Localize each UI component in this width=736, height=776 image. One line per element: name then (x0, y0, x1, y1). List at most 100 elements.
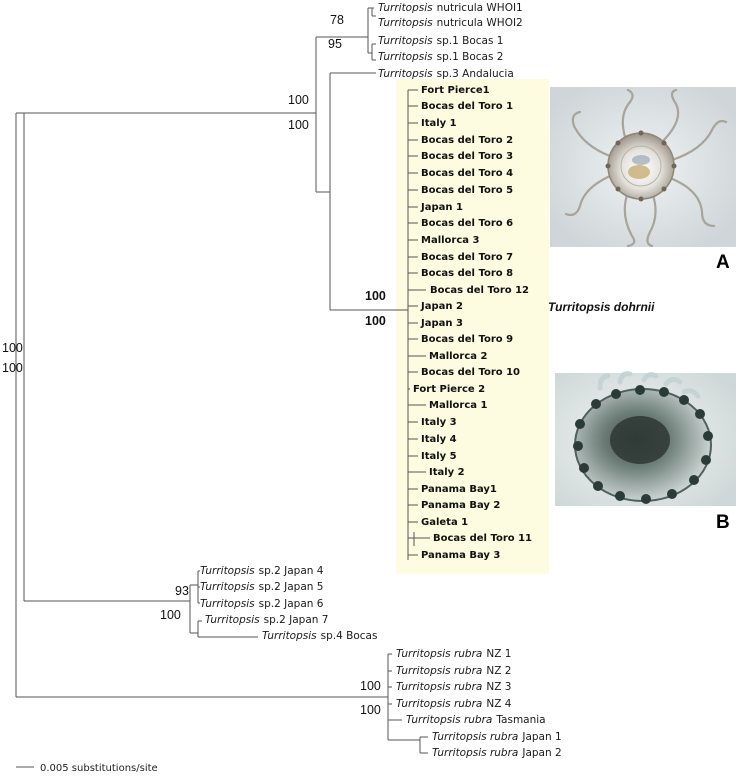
tip-genus: Turritopsis (262, 630, 317, 642)
tip-genus: Turritopsis (200, 565, 255, 577)
tip-label: Fort Pierce1 (421, 85, 490, 96)
clade-label-dohrnii: Turritopsis dohrnii (548, 300, 655, 314)
support-value: 100 (360, 703, 381, 717)
tip-label: Turritopsis nutricula WHOI1 (378, 2, 523, 14)
tip-label: Turritopsis sp.2 Japan 4 (200, 565, 324, 577)
tip-label: Bocas del Toro 6 (421, 218, 513, 229)
tip-genus: Turritopsis rubra (396, 665, 482, 677)
tree-branches (15, 7, 430, 754)
tip-name: nutricula WHOI1 (437, 2, 523, 14)
tip-label: Bocas del Toro 12 (430, 285, 529, 296)
tip-name: nutricula WHOI2 (437, 17, 523, 29)
tip-genus: Turritopsis (378, 35, 433, 47)
tip-label: Mallorca 2 (429, 351, 488, 362)
tip-label: Italy 2 (429, 467, 465, 478)
support-value: 100 (160, 608, 181, 622)
tip-label: Bocas del Toro 9 (421, 334, 513, 345)
tip-genus: Turritopsis (378, 51, 433, 63)
clade-highlight-panel (396, 79, 549, 574)
tip-label: Turritopsis rubra NZ 3 (396, 681, 511, 693)
tip-name: NZ 2 (486, 665, 511, 677)
tip-label: Bocas del Toro 5 (421, 185, 513, 196)
tip-genus: Turritopsis (200, 581, 255, 593)
tip-name: sp.1 Bocas 2 (437, 51, 504, 63)
tip-label: Bocas del Toro 7 (421, 252, 513, 263)
tip-label: Italy 4 (421, 434, 457, 445)
tip-label: Turritopsis sp.2 Japan 7 (205, 614, 328, 626)
tip-name: sp.2 Japan 6 (259, 598, 324, 610)
tip-label: Bocas del Toro 11 (433, 533, 532, 544)
tip-name: sp.2 Japan 7 (264, 614, 329, 626)
tip-label: Turritopsis sp.1 Bocas 1 (378, 35, 503, 47)
tip-name: Japan 1 (521, 731, 561, 743)
scale-bar-label: 0.005 substitutions/site (40, 763, 158, 774)
tip-name: sp.2 Japan 4 (259, 565, 324, 577)
tip-label: Panama Bay 2 (421, 500, 500, 511)
tip-label: Galeta 1 (421, 517, 468, 528)
tip-label: Bocas del Toro 2 (421, 135, 513, 146)
tip-label: Italy 3 (421, 417, 457, 428)
tip-label: Panama Bay 3 (421, 550, 500, 561)
tip-genus: Turritopsis rubra (396, 698, 482, 710)
tip-label: Turritopsis sp.2 Japan 5 (200, 581, 323, 593)
tip-name: sp.1 Bocas 1 (437, 35, 504, 47)
tip-label: Bocas del Toro 10 (421, 367, 520, 378)
photo-b (555, 371, 736, 506)
tip-label: Italy 5 (421, 451, 457, 462)
jellyfish-medusa-photo (564, 88, 728, 248)
tip-label: Turritopsis nutricula WHOI2 (378, 17, 523, 29)
tip-label: Japan 3 (420, 318, 463, 329)
tip-name: sp.3 Andalucia (437, 68, 514, 80)
tip-genus: Turritopsis rubra (396, 648, 482, 660)
support-value: 78 (330, 13, 344, 27)
support-value: 100 (288, 118, 309, 132)
tip-name: Japan 2 (521, 747, 561, 759)
tip-genus: Turritopsis (378, 2, 433, 14)
tip-label: Panama Bay1 (421, 484, 497, 495)
support-value: 100 (365, 314, 386, 328)
tip-label: Italy 1 (421, 118, 457, 129)
tip-genus: Turritopsis (200, 598, 255, 610)
tip-label: Turritopsis rubra NZ 1 (396, 648, 511, 660)
tip-genus: Turritopsis rubra (432, 731, 518, 743)
tip-genus: Turritopsis rubra (406, 714, 492, 726)
tip-name: NZ 1 (486, 648, 511, 660)
tip-label: Turritopsis rubra NZ 2 (396, 665, 511, 677)
tip-label: Mallorca 3 (421, 235, 480, 246)
tip-genus: Turritopsis (205, 614, 260, 626)
tip-label: Japan 1 (420, 202, 463, 213)
tip-label: Bocas del Toro 8 (421, 268, 513, 279)
tip-label: Fort Pierce 2 (413, 384, 485, 395)
tip-genus: Turritopsis (378, 17, 433, 29)
tip-label: Bocas del Toro 3 (421, 151, 513, 162)
tip-label: Bocas del Toro 1 (421, 101, 513, 112)
tip-name: NZ 4 (486, 698, 511, 710)
tip-genus: Turritopsis rubra (396, 681, 482, 693)
photo-a (550, 87, 736, 248)
tip-name: sp.2 Japan 5 (259, 581, 324, 593)
tip-genus: Turritopsis rubra (432, 747, 518, 759)
support-value: 93 (175, 584, 189, 598)
tip-label: Turritopsis rubra NZ 4 (396, 698, 512, 710)
support-value: 100 (360, 679, 381, 693)
tip-label: Turritopsis sp.4 Bocas (262, 630, 377, 642)
jellyfish-medusa-closeup-photo (573, 371, 713, 504)
tip-label: Japan 2 (420, 301, 463, 312)
tip-name: sp.4 Bocas (321, 630, 378, 642)
tip-label: Bocas del Toro 4 (421, 168, 513, 179)
photo-label-a: A (716, 252, 730, 273)
support-value: 100 (288, 93, 309, 107)
support-value: 100 (2, 341, 23, 355)
tip-label: Mallorca 1 (429, 400, 488, 411)
support-value: 100 (365, 289, 386, 303)
tip-name: NZ 3 (486, 681, 511, 693)
tip-label: Turritopsis sp.1 Bocas 2 (378, 51, 503, 63)
tip-label: Turritopsis sp.2 Japan 6 (200, 598, 324, 610)
support-value: 100 (2, 361, 23, 375)
